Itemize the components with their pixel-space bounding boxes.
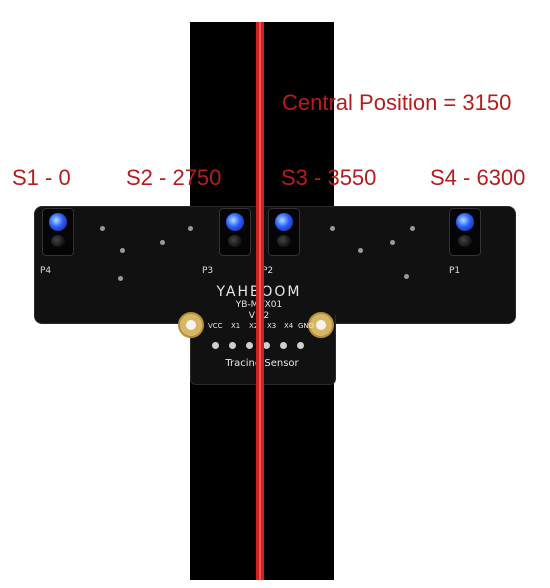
pin-label-x3: X3: [267, 322, 277, 330]
component-dot: [410, 226, 415, 231]
header-pin: [280, 342, 287, 349]
header-pin: [229, 342, 236, 349]
component-dot: [330, 226, 335, 231]
mount-hole-right: [308, 312, 334, 338]
sensor-p3: [219, 208, 251, 256]
sensor-p1: [449, 208, 481, 256]
central-position-label: Central Position = 3150: [282, 90, 512, 115]
sensor-p4: [42, 208, 74, 256]
sensor-s4-label: S4 - 6300: [430, 165, 526, 190]
header-pin: [297, 342, 304, 349]
pin-label-gnd: GND: [298, 322, 315, 330]
probe-label-p3: P3: [202, 266, 214, 276]
header-pin: [246, 342, 253, 349]
sensor-s2-label: S2 - 2750: [126, 165, 222, 190]
component-dot: [100, 226, 105, 231]
component-dot: [188, 226, 193, 231]
component-dot: [120, 248, 125, 253]
component-dot: [358, 248, 363, 253]
component-dot: [160, 240, 165, 245]
probe-label-p4: P4: [40, 266, 52, 276]
component-dot: [404, 274, 409, 279]
pin-label-vcc: VCC: [208, 322, 223, 330]
sensor-s1-label: S1 - 0: [12, 165, 71, 190]
pin-label-x1: X1: [231, 322, 241, 330]
sensor-p2: [268, 208, 300, 256]
component-dot: [390, 240, 395, 245]
header-pin: [263, 342, 270, 349]
component-dot: [118, 276, 123, 281]
probe-label-p2: P2: [262, 266, 274, 276]
probe-label-p1: P1: [449, 266, 461, 276]
sensor-s3-label: S3 - 3550: [281, 165, 377, 190]
center-line-highlight: [259, 22, 261, 580]
mount-hole-left: [178, 312, 204, 338]
pin-label-x4: X4: [284, 322, 294, 330]
pin-label-x2: X2: [249, 322, 259, 330]
header-pin: [212, 342, 219, 349]
